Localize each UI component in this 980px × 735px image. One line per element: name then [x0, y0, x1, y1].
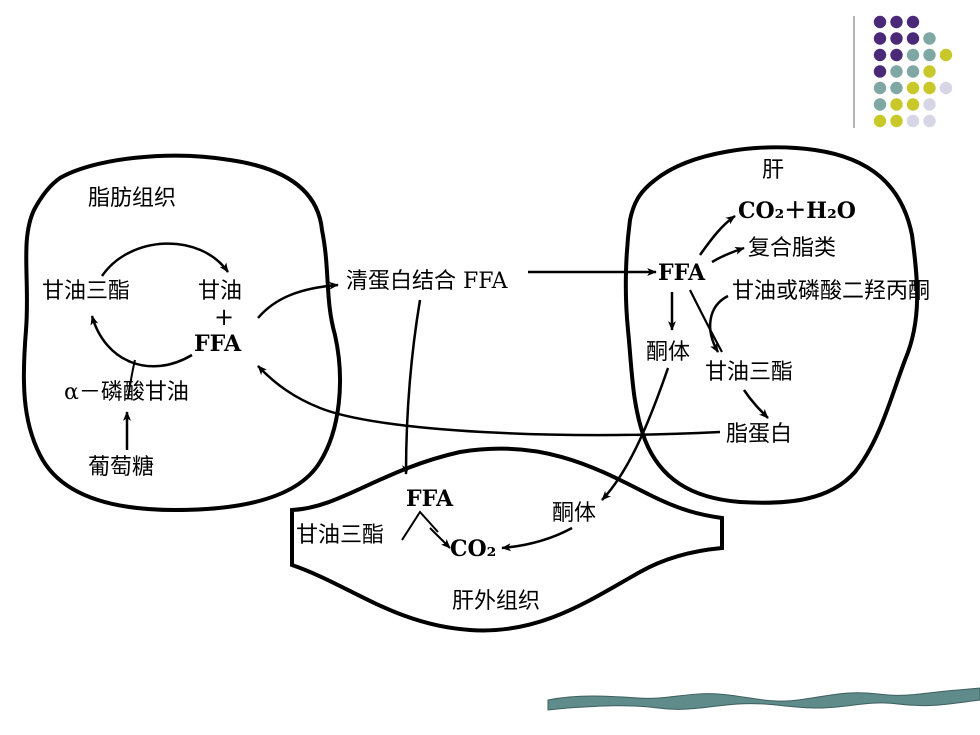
decor-dot	[873, 32, 887, 45]
decor-dot	[890, 32, 903, 45]
decor-dot	[906, 65, 920, 78]
extrahepatic-co2-label: CO₂	[450, 536, 497, 562]
decor-dot	[890, 48, 903, 62]
arrow-tg-to-lipoprotein	[742, 389, 769, 419]
decor-dot	[923, 98, 936, 111]
decor-dot	[906, 81, 920, 95]
arrow-tg-to-glycerol	[100, 242, 230, 277]
wave-shape	[547, 687, 980, 711]
arrow-ffa-to-co2-extra	[429, 527, 451, 549]
decor-dot	[939, 48, 953, 62]
decor-dot	[923, 32, 936, 45]
extrahepatic-ffa-label: FFA	[406, 486, 454, 512]
adipose-triglyceride-label: 甘油三酯	[42, 279, 131, 304]
decor-dot	[923, 81, 936, 95]
adipose-tissue-outline	[21, 153, 342, 513]
lipoprotein-label: 脂蛋白	[726, 422, 793, 447]
decor-dot	[890, 81, 903, 95]
alpha-glycerophosphate-text: －磷酸甘油	[78, 380, 189, 405]
arrow-ketone-to-co2	[501, 526, 573, 552]
decor-dot	[906, 48, 920, 62]
glycerol-or-dhap-label: 甘油或磷酸二羟丙酮	[732, 279, 931, 304]
arrow-ffa-to-complex-lipids	[711, 246, 745, 264]
adipose-glycerol-label: 甘油	[198, 279, 243, 304]
decor-dot	[890, 15, 903, 29]
extrahepatic-triglyceride-label: 甘油三酯	[296, 523, 385, 548]
arrow-ffa-to-tg	[90, 315, 193, 368]
divider-line	[853, 16, 855, 128]
decor-dot	[873, 81, 887, 95]
liver-ketone-label: 酮体	[646, 340, 691, 365]
adipose-plus-sign: +	[214, 303, 235, 331]
extrahepatic-ketone-label: 酮体	[552, 501, 597, 526]
decor-dot	[906, 114, 920, 128]
decor-dot	[906, 98, 920, 111]
alpha-symbol: α	[64, 380, 79, 405]
arrow-liver-ketone-to-extrahepatic	[601, 367, 670, 501]
arrow-ffa-to-co2	[698, 214, 736, 256]
decor-dot	[873, 48, 887, 62]
decor-dot	[923, 65, 936, 78]
albumin-bound-ffa-label: 清蛋白结合 FFA	[346, 269, 508, 294]
decor-dot	[923, 48, 936, 62]
decor-dot	[873, 65, 887, 78]
decor-dot	[939, 81, 953, 95]
decor-dot	[873, 114, 887, 128]
decor-dot	[890, 98, 903, 111]
arrow-ffa-split	[401, 510, 439, 541]
alpha-glycerophosphate-label: α－磷酸甘油	[64, 382, 189, 404]
wave-decoration	[547, 687, 980, 711]
arrow-alpha-gp-to-cycle	[127, 359, 136, 399]
arrow-glycerol-dhap-to-tg	[708, 294, 729, 353]
co2-h2o-label: CO₂＋H₂O	[738, 198, 856, 224]
decor-dot	[906, 15, 920, 29]
arrow-lipoprotein-to-adipose	[257, 365, 721, 437]
decor-dot	[890, 65, 903, 78]
adipose-ffa-label: FFA	[194, 331, 242, 357]
liver-outline	[623, 145, 920, 505]
decor-dot	[923, 114, 936, 128]
decor-dot	[873, 15, 887, 29]
decor-dot	[906, 32, 920, 45]
complex-lipids-label: 复合脂类	[748, 236, 837, 261]
dot-grid-decoration	[873, 15, 953, 128]
glucose-label: 葡萄糖	[88, 455, 155, 480]
decor-dot	[890, 114, 903, 128]
arrow-albumin-to-extrahepatic	[402, 299, 422, 475]
liver-ffa-label: FFA	[658, 260, 706, 286]
arrow-ffa-to-albumin	[257, 281, 339, 319]
arrow-ffa-to-tg-liver	[689, 289, 723, 353]
extrahepatic-tissue-title: 肝外组织	[452, 589, 541, 614]
extrahepatic-tissue-outline	[290, 446, 724, 633]
liver-triglyceride-label: 甘油三酯	[705, 360, 794, 385]
liver-title: 肝	[762, 158, 785, 183]
decor-dot	[873, 98, 887, 111]
adipose-tissue-title: 脂肪组织	[88, 186, 177, 211]
